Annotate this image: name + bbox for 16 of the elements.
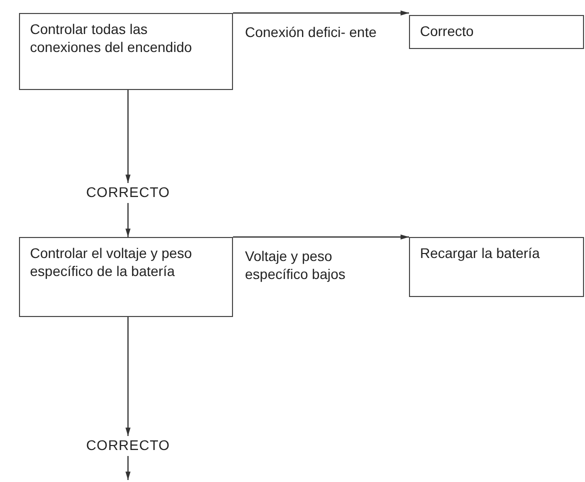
box-text: Controlar el voltaje y peso específico de la batería <box>30 244 193 280</box>
arrow <box>125 456 131 480</box>
box-text: Recargar la batería <box>420 244 541 262</box>
process-box <box>19 13 233 90</box>
arrow <box>233 234 409 240</box>
step-result-text: CORRECTO <box>78 436 178 456</box>
arrow <box>125 317 131 436</box>
step-result-text: CORRECTO <box>78 183 178 203</box>
process-box <box>409 15 584 49</box>
box-text: Correcto <box>420 22 475 40</box>
box-text: Controlar todas las conexiones del encendido <box>30 20 193 56</box>
arrow <box>233 10 409 16</box>
process-box <box>19 237 233 317</box>
arrow <box>125 203 131 237</box>
process-box <box>409 237 584 297</box>
arrow <box>125 90 131 183</box>
